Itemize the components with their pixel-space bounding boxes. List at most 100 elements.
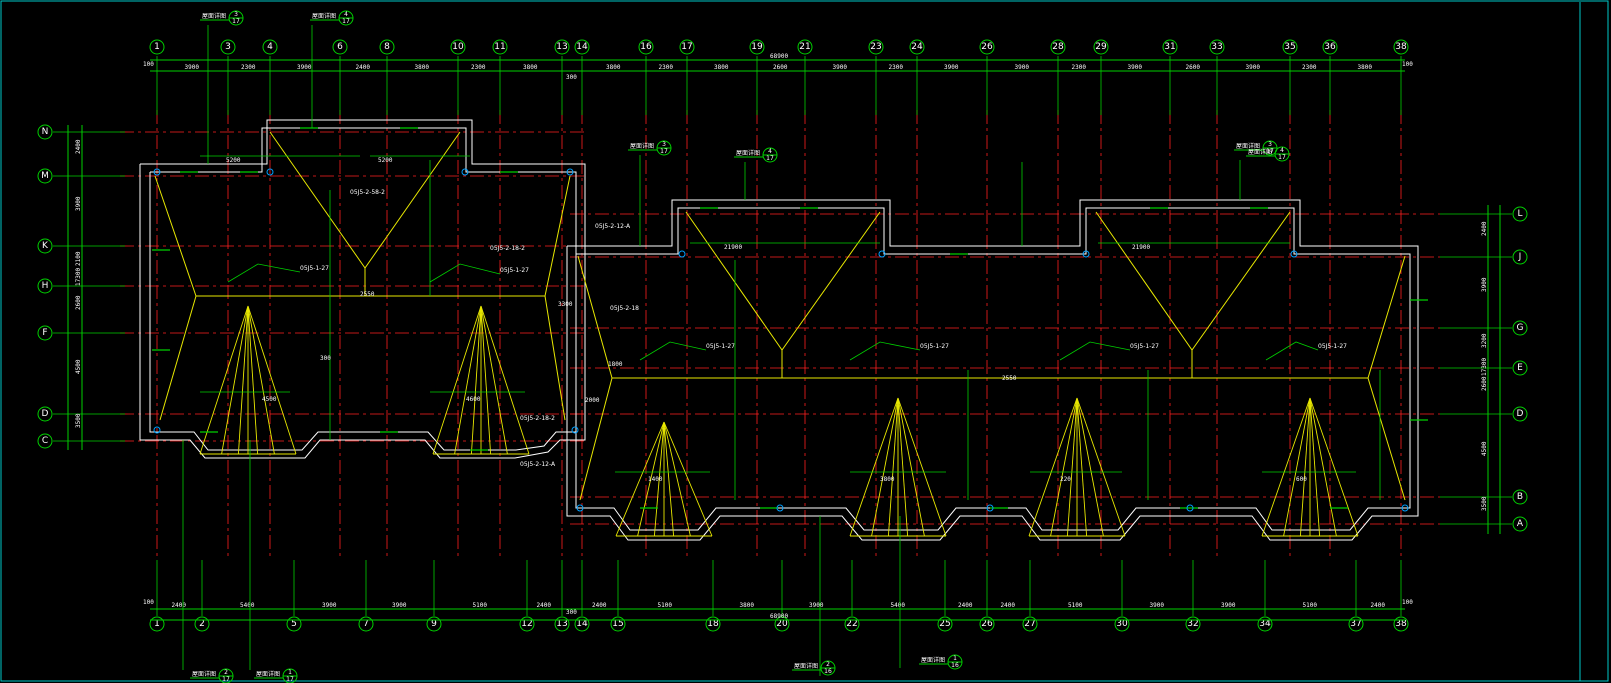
- axis-bubble-left-D-label: D: [42, 409, 49, 419]
- bay-fan-right-1-ray-1: [637, 421, 665, 537]
- left-building-inner-wall: [149, 127, 577, 451]
- bottom-dim-16: 3900: [1221, 602, 1236, 609]
- axis-bubble-bottom-30-circle: [1114, 616, 1130, 632]
- axis-bubble-bottom-2-label: 2: [199, 619, 205, 629]
- roof-drain-13: [986, 504, 994, 512]
- right-dim-5: 2600: [1481, 376, 1488, 391]
- roof-drain-11: [576, 504, 584, 512]
- roof-drain-6: [571, 426, 579, 434]
- axis-bubble-top-17-circle: [679, 39, 695, 55]
- note-4: 05J5-2-18-2: [490, 245, 525, 252]
- axis-bubble-bottom-14-circle: [574, 616, 590, 632]
- axis-bubble-bottom-7-label: 7: [363, 619, 369, 629]
- axis-bubble-bottom-9-label: 9: [431, 619, 437, 629]
- callout-c7-title: 屋面详图: [192, 670, 216, 678]
- right-roof-hip-se: [1367, 377, 1406, 501]
- axis-bubble-top-17-label: 17: [681, 42, 692, 52]
- axis-bubble-top-38-label: 38: [1395, 42, 1407, 52]
- axis-bubble-bottom-18-label: 18: [707, 619, 719, 629]
- axis-bubble-bottom-27-label: 27: [1024, 619, 1035, 629]
- axis-bubble-top-16-circle: [638, 39, 654, 55]
- axis-bubble-top-23-label: 23: [870, 42, 881, 52]
- bay-fan-right-4-ray-4: [1309, 397, 1321, 537]
- callout-c2-num: 4: [344, 11, 348, 18]
- roof-drain-1: [153, 168, 161, 176]
- note-leader-6: [1265, 341, 1319, 361]
- callout-c3-sheet: 17: [660, 148, 668, 155]
- right-dim-1: 2400: [1481, 221, 1488, 236]
- axis-bubble-left-H-label: H: [42, 281, 49, 291]
- bay-fan-right-4-ray-5: [1309, 397, 1337, 537]
- bay-fan-left-2-ray-5: [480, 305, 508, 455]
- bay-fan-right-4-ray-0: [1261, 397, 1311, 537]
- axis-bubble-top-8-circle: [379, 39, 395, 55]
- axis-bubble-right-B-circle: [1512, 489, 1528, 505]
- axis-bubble-left-F-circle: [37, 325, 53, 341]
- bottom-edge-dim-right: 100: [1402, 599, 1413, 606]
- callout-c1-sheet: 17: [232, 18, 240, 25]
- axis-bubble-top-14-label: 14: [576, 42, 588, 52]
- bay-fan-right-3-ray-5: [1076, 397, 1104, 537]
- roof-drain-4: [566, 168, 574, 176]
- bay-fan-right-1-ray-0: [615, 421, 665, 537]
- callout-c8-title: 屋面详图: [256, 670, 280, 678]
- bay-fan-right-2-ray-0: [849, 397, 899, 537]
- axis-bubble-left-K-circle: [37, 238, 53, 254]
- right-roof-hip-sw: [579, 377, 613, 501]
- callout-c3: 317 屋面详图: [628, 140, 672, 156]
- axis-bubble-bottom-38-label: 38: [1395, 619, 1407, 629]
- axis-bubble-top-36-circle: [1322, 39, 1338, 55]
- bay-fan-right-4-ray-2: [1299, 397, 1311, 537]
- axis-bubble-left-H-circle: [37, 278, 53, 294]
- axis-bubble-top-26-circle: [979, 39, 995, 55]
- callout-c5-title: 屋面详图: [1236, 142, 1260, 150]
- callout-c5-sheet: 17: [1266, 148, 1274, 155]
- callout-c7-num: 2: [224, 669, 228, 676]
- axis-bubble-bottom-37-label: 37: [1350, 619, 1361, 629]
- callout-c6-num: 4: [1280, 147, 1284, 154]
- axis-bubble-top-14-circle: [574, 39, 590, 55]
- axis-bubble-left-F-label: F: [42, 328, 47, 338]
- bottom-dim-8: 5100: [658, 602, 673, 609]
- axis-bubble-bottom-7-circle: [358, 616, 374, 632]
- axis-bubble-bottom-1-label: 1: [154, 619, 160, 629]
- roof-dim-6: 2550: [1002, 375, 1017, 382]
- right-roof-valley-1: [685, 211, 881, 351]
- bottom-total-dim: 68900: [770, 613, 788, 620]
- roof-dim-7: 4500: [262, 396, 277, 403]
- note-leader-2: [429, 263, 501, 283]
- top-dim-5: 3800: [415, 64, 430, 71]
- callout-c3-title: 屋面详图: [630, 142, 654, 150]
- axis-bubble-right-D-circle: [1512, 406, 1528, 422]
- axis-bubble-top-33-label: 33: [1211, 42, 1222, 52]
- axis-bubble-top-24-circle: [909, 39, 925, 55]
- axis-bubble-top-26-label: 26: [981, 42, 993, 52]
- bay-fan-right-4-ray-6: [1309, 397, 1359, 537]
- top-dim-19: 3900: [1246, 64, 1261, 71]
- callout-c4-title: 屋面详图: [736, 149, 760, 157]
- bottom-center-gap: 300: [566, 609, 577, 616]
- axis-bubble-bottom-22-label: 22: [846, 619, 857, 629]
- bottom-dim-6: 2400: [537, 602, 552, 609]
- callout-c6-sheet: 17: [1278, 154, 1286, 161]
- callout-c3-num: 3: [662, 141, 666, 148]
- left-roof-hip-se: [544, 295, 566, 421]
- axis-bubble-right-D-label: D: [1517, 409, 1524, 419]
- axis-bubble-bottom-15-circle: [610, 616, 626, 632]
- roof-drain-12: [776, 504, 784, 512]
- bay-fan-left-1-ray-2: [237, 305, 249, 455]
- note-3: 05J5-1-27: [500, 267, 529, 274]
- axis-bubble-bottom-20-circle: [774, 616, 790, 632]
- roof-drain-7: [678, 250, 686, 258]
- top-center-gap: 300: [566, 74, 577, 81]
- axis-bubble-bottom-25-circle: [937, 616, 953, 632]
- axis-bubble-top-21-circle: [797, 39, 813, 55]
